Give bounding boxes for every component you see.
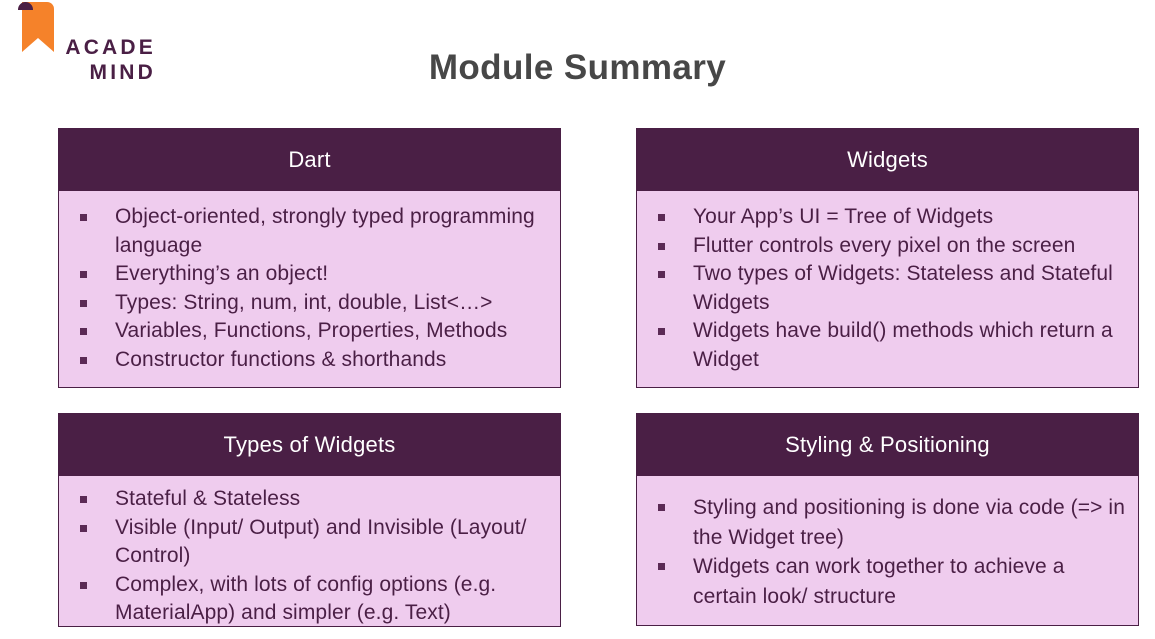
list-item-text: Variables, Functions, Properties, Method… [115, 319, 508, 342]
list-item-text: Constructor functions & shorthands [115, 347, 447, 371]
card-header-types-of-widgets: Types of Widgets [59, 414, 560, 476]
list-item-text: Two types of Widgets: Stateless and Stat… [693, 262, 1113, 314]
summary-card-types-of-widgets: Types of Widgets Stateful & Stateless Vi… [58, 413, 561, 627]
list-item: Flutter controls every pixel on the scre… [649, 232, 1126, 261]
bullet-square-icon [80, 271, 87, 278]
list-item: Widgets can work together to achieve a c… [649, 552, 1126, 611]
page-title: Module Summary [428, 48, 727, 87]
logo-wordmark: ACADE MIND [20, 35, 156, 85]
card-body-styling-positioning: Styling and positioning is done via code… [637, 476, 1138, 621]
card-body-dart: Object-oriented, strongly typed programm… [59, 191, 560, 384]
logo-ribbon-icon [18, 2, 54, 52]
bullet-square-icon [80, 581, 87, 589]
bullet-list-types-of-widgets: Stateful & Stateless Visible (Input/ Out… [71, 485, 548, 628]
list-item-text: Styling and positioning is done via code… [693, 496, 1125, 549]
logo-wordmark-line2: MIND [89, 61, 156, 84]
bullet-square-icon [80, 356, 87, 364]
bullet-square-icon [658, 328, 665, 335]
list-item-text: Everything’s an object! [115, 262, 329, 285]
bullet-square-icon [658, 214, 665, 221]
bullet-list-widgets: Your App’s UI = Tree of Widgets Flutter … [649, 203, 1126, 374]
bullet-square-icon [80, 299, 87, 307]
list-item: Variables, Functions, Properties, Method… [71, 317, 548, 346]
bullet-square-icon [80, 214, 87, 221]
list-item-text: Object-oriented, strongly typed programm… [115, 205, 535, 257]
bullet-list-dart: Object-oriented, strongly typed programm… [71, 203, 548, 374]
list-item-text: Complex, with lots of config options (e.… [115, 572, 497, 625]
bullet-list-styling-positioning: Styling and positioning is done via code… [649, 493, 1126, 611]
bullet-square-icon [80, 524, 87, 532]
summary-card-styling-positioning: Styling & Positioning Styling and positi… [636, 413, 1139, 626]
list-item: Two types of Widgets: Stateless and Stat… [649, 260, 1126, 317]
bullet-square-icon [658, 242, 665, 250]
bullet-square-icon [658, 271, 665, 278]
list-item: Visible (Input/ Output) and Invisible (L… [71, 514, 548, 571]
bullet-square-icon [80, 328, 87, 335]
logo-wordmark-line1: ACADE [65, 36, 156, 59]
list-item: Complex, with lots of config options (e.… [71, 571, 548, 628]
academind-logo: ACADE MIND [12, 2, 192, 90]
list-item: Widgets have build() methods which retur… [649, 317, 1126, 374]
list-item-text: Widgets have build() methods which retur… [693, 319, 1113, 371]
list-item: Styling and positioning is done via code… [649, 493, 1126, 552]
card-body-widgets: Your App’s UI = Tree of Widgets Flutter … [637, 191, 1138, 384]
list-item-text: Types: String, num, int, double, List<…> [115, 290, 493, 314]
card-body-types-of-widgets: Stateful & Stateless Visible (Input/ Out… [59, 476, 560, 638]
list-item: Object-oriented, strongly typed programm… [71, 203, 548, 260]
list-item-text: Stateful & Stateless [115, 487, 301, 510]
list-item-text: Visible (Input/ Output) and Invisible (L… [115, 515, 527, 568]
list-item: Your App’s UI = Tree of Widgets [649, 203, 1126, 232]
list-item: Stateful & Stateless [71, 485, 548, 514]
summary-card-dart: Dart Object-oriented, strongly typed pro… [58, 128, 561, 388]
card-header-styling-positioning: Styling & Positioning [637, 414, 1138, 476]
list-item: Constructor functions & shorthands [71, 346, 548, 375]
list-item-text: Widgets can work together to achieve a c… [693, 555, 1065, 608]
list-item-text: Flutter controls every pixel on the scre… [693, 233, 1076, 257]
list-item-text: Your App’s UI = Tree of Widgets [693, 205, 994, 228]
bullet-square-icon [80, 496, 87, 503]
card-header-widgets: Widgets [637, 129, 1138, 191]
bullet-square-icon [658, 504, 665, 511]
list-item: Everything’s an object! [71, 260, 548, 289]
list-item: Types: String, num, int, double, List<…> [71, 289, 548, 318]
summary-card-widgets: Widgets Your App’s UI = Tree of Widgets … [636, 128, 1139, 388]
bullet-square-icon [658, 563, 665, 570]
card-header-dart: Dart [59, 129, 560, 191]
